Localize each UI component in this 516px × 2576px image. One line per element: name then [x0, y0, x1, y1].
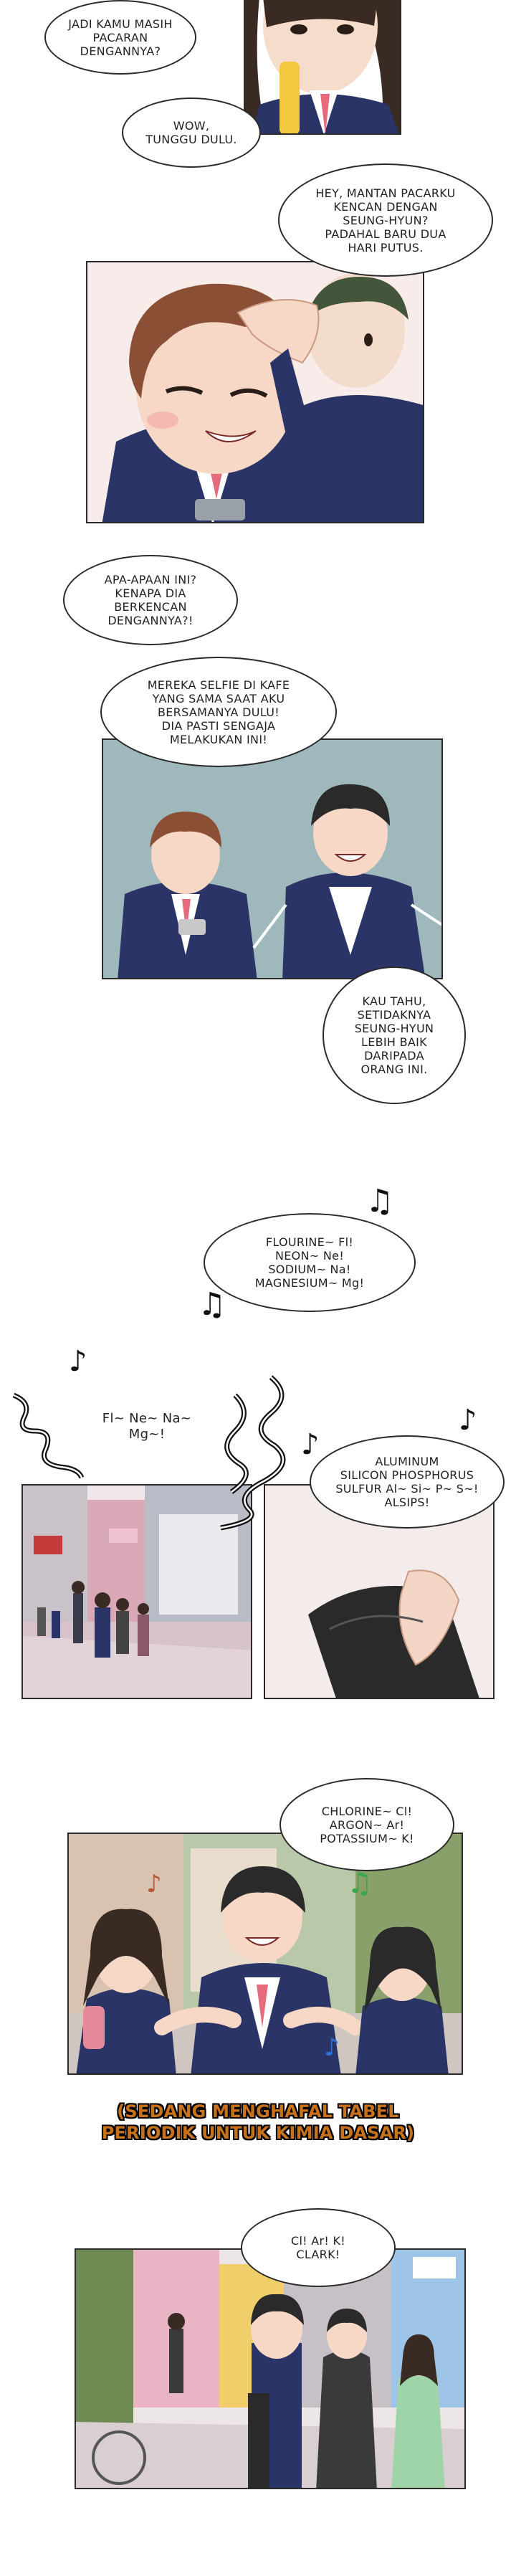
speech-bubble-1: JADI KAMU MASIH PACARAN DENGANNYA?: [44, 0, 196, 75]
speech-text: APA-APAAN INI? KENAPA DIA BERKENCAN DENG…: [104, 573, 197, 627]
music-note-icon: ♪: [459, 1404, 477, 1437]
speech-bubble-6: KAU TAHU, SETIDAKNYA SEUNG-HYUN LEBIH BA…: [322, 966, 466, 1104]
squiggle-right-icon: [192, 1374, 300, 1531]
squiggle-left-icon: [10, 1388, 89, 1481]
speech-text: HEY, MANTAN PACARKU KENCAN DENGAN SEUNG-…: [315, 186, 456, 255]
music-note-icon: ♪: [69, 1345, 87, 1378]
speech-text: JADI KAMU MASIH PACARAN DENGANNYA?: [68, 16, 173, 58]
speech-bubble-8: Fl~ Ne~ Na~ Mg~!: [57, 1384, 236, 1470]
speech-bubble-2: WOW, TUNGGU DULU.: [122, 98, 261, 168]
panel-6: [67, 1833, 463, 2075]
speech-bubble-9: ALUMINUM SILICON PHOSPHORUS SULFUR Al~ S…: [310, 1435, 505, 1529]
speech-bubble-4: APA-APAAN INI? KENAPA DIA BERKENCAN DENG…: [63, 555, 238, 645]
music-note-icon: ♪: [146, 1870, 162, 1898]
music-note-icon: ♫: [366, 1183, 394, 1220]
speech-text: WOW, TUNGGU DULU.: [145, 119, 237, 146]
speech-bubble-10: CHLORINE~ Cl! ARGON~ Ar! POTASSIUM~ K!: [280, 1778, 454, 1871]
speech-text: ALUMINUM SILICON PHOSPHORUS SULFUR Al~ S…: [335, 1455, 479, 1509]
music-note-icon: ♫: [347, 1867, 373, 1900]
panel-1: [244, 0, 401, 135]
speech-bubble-7: FLOURINE~ Fl! NEON~ Ne! SODIUM~ Na! MAGN…: [204, 1213, 416, 1312]
panel-7: [75, 2248, 466, 2489]
speech-text: Fl~ Ne~ Na~ Mg~!: [102, 1411, 192, 1442]
speech-text: CHLORINE~ Cl! ARGON~ Ar! POTASSIUM~ K!: [320, 1804, 414, 1845]
panel-4: [22, 1484, 252, 1699]
speech-text: KAU TAHU, SETIDAKNYA SEUNG-HYUN LEBIH BA…: [354, 994, 434, 1076]
speech-bubble-3: HEY, MANTAN PACARKU KENCAN DENGAN SEUNG-…: [278, 163, 493, 277]
music-note-icon: ♪: [301, 1428, 320, 1461]
speech-bubble-11: Cl! Ar! K! CLARK!: [241, 2208, 396, 2287]
music-note-icon: ♫: [198, 1286, 226, 1323]
narration-caption: (SEDANG MENGHAFAL TABEL PERIODIK UNTUK K…: [101, 2101, 415, 2143]
speech-bubble-5: MEREKA SELFIE DI KAFE YANG SAMA SAAT AKU…: [100, 657, 337, 767]
speech-text: FLOURINE~ Fl! NEON~ Ne! SODIUM~ Na! MAGN…: [254, 1235, 365, 1290]
panel-3: [102, 738, 443, 979]
panel-2: [86, 261, 424, 523]
speech-text: MEREKA SELFIE DI KAFE YANG SAMA SAAT AKU…: [147, 678, 290, 746]
speech-text: Cl! Ar! K! CLARK!: [290, 2234, 346, 2261]
music-note-icon: ♪: [324, 2033, 340, 2062]
